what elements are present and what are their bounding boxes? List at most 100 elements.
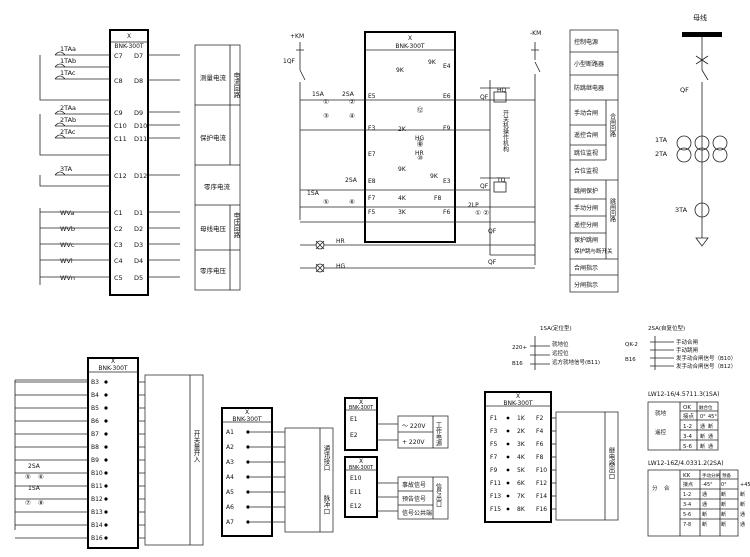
relay-pin-left: F9: [490, 467, 497, 474]
bnk-frame-ct: [109, 29, 149, 296]
qf-small-2: QF: [480, 183, 489, 190]
ct-label-4: 2TAa: [60, 104, 76, 112]
hq-label: HQ: [497, 87, 507, 94]
num-7-binary: ⑦: [25, 499, 31, 507]
comm-pin: A5: [226, 489, 234, 496]
lamp-hr-label: HR: [336, 238, 345, 245]
t2-head-3: 预备: [722, 472, 731, 479]
t2-cell: 断: [721, 491, 726, 498]
term-e6: E6: [443, 93, 451, 100]
pin-c2: C2: [114, 225, 123, 233]
t2-head-1: KK: [683, 473, 691, 479]
b16-label: B16: [512, 361, 523, 367]
binary-pin: B10: [91, 470, 103, 477]
row-remote-close: 遥控合闸: [574, 131, 598, 139]
pin-e1: E1: [350, 416, 358, 423]
row-small-breaker: 小型断路器: [574, 60, 604, 68]
binary-pin: B8: [91, 444, 99, 451]
comm-panel: X BNK-300T A1485AA2485BA3CANHA4CANLA5电能量…: [221, 407, 334, 537]
row-protect-trip: 保护跳闸: [574, 236, 598, 244]
ct-function-table: [194, 44, 241, 291]
num-9: ⑨: [417, 141, 423, 149]
binary-input-panel: X BNK-300T B3备用遥信量B4备用遥信量B5备用遥信量B6重瓦斯信号B…: [14, 357, 204, 549]
func-measure-current: 测量电流: [200, 73, 227, 82]
pin-c9: C9: [114, 109, 123, 117]
x-label-binary: X: [111, 358, 115, 365]
sa1-item-3: 远方就地信号(B11): [552, 358, 600, 366]
relay-2k: 2K: [398, 126, 407, 133]
relay-pin-left: F3: [490, 428, 497, 435]
relay-9k-3: 9K: [398, 166, 407, 173]
t1-cell: 0°: [700, 414, 706, 420]
power-ac: ～ 220V: [402, 423, 426, 430]
x-label-control: X: [408, 35, 412, 42]
bnk-label-control: BNK-300T: [395, 43, 425, 50]
group-close-circuit: 合闸回路: [609, 112, 616, 138]
t2-side-2: 合: [664, 484, 670, 492]
pin-c3: C3: [114, 241, 123, 249]
t2-head-2: 手动分闸: [702, 472, 720, 479]
binary-pin: B3: [91, 379, 99, 386]
t2-cell: 断: [740, 491, 745, 498]
v-label-1: WVa: [60, 209, 74, 217]
t1-cell: 接点: [683, 412, 695, 420]
t1-side-2: 遥控: [655, 428, 667, 436]
b16b-label: B16: [625, 357, 636, 363]
km-plus-label: +KM: [290, 33, 304, 40]
row-control-power: 控制电源: [574, 38, 598, 46]
binary-pin: B5: [91, 405, 99, 412]
qf1-label: 1QF: [283, 58, 296, 65]
ct-label-6: 2TAc: [60, 128, 76, 136]
term-f3: F3: [368, 125, 375, 132]
x-label-relay: X: [516, 393, 520, 400]
t2-side-1: 分: [652, 484, 658, 492]
mech-label: 开关机操作机构: [502, 110, 509, 153]
ta2-label: 2TA: [655, 150, 668, 158]
t2-cell: 通: [702, 501, 707, 508]
ct-label-1: 1TAa: [60, 45, 76, 53]
relay-pin-left: F5: [490, 441, 497, 448]
sa1-item-1: 就地位: [552, 340, 569, 348]
func-zero-current: 零序电流: [204, 182, 231, 191]
term-f8: F8: [434, 195, 441, 202]
signal-warning: 预告信号: [402, 495, 426, 503]
group-pulse: 脉冲口: [322, 494, 330, 515]
km-minus-label: -KM: [530, 30, 541, 37]
t1-cell: 45°: [708, 414, 717, 420]
sa2-label: 2SA: [342, 91, 355, 98]
t2-cell: 通: [740, 511, 745, 518]
row-trip-monitor: 跳位监视: [574, 149, 598, 157]
binary-pin: B6: [91, 418, 99, 425]
lamp-hg-label: HG: [336, 263, 346, 270]
num-1: ①: [323, 98, 329, 106]
num-5: ⑤: [323, 198, 329, 206]
sa1-label-lower: 1SA: [307, 190, 320, 197]
sa2-item-3: 发手动合闸信号（B10）: [676, 354, 736, 362]
bus-label: 母线: [693, 13, 707, 22]
sa2-label-lower: 2SA: [345, 177, 358, 184]
group-comm: 通讯接口: [322, 444, 330, 472]
control-circuit: +KM -KM 1QF X BNK-300T 1SA 2SA 2SA 1SA ①…: [283, 30, 541, 273]
ct-label-7: 3TA: [60, 165, 73, 173]
num-11: ⑪: [417, 138, 424, 146]
power-dc: + 220V: [402, 439, 425, 446]
t2-cell: 7-8: [683, 522, 691, 528]
qf-small-1: QF: [480, 94, 489, 101]
pin-d5: D5: [134, 274, 143, 282]
func-zero-voltage: 零序电压: [200, 266, 227, 275]
v220-label: 220+: [512, 345, 527, 351]
sa-legend: 1SA(定位型) 220+ B16 就地位 远控位 远方就地信号(B11) 2S…: [512, 324, 736, 370]
ct-label-5: 2TAb: [60, 116, 76, 124]
t2-cell: 断: [721, 501, 726, 508]
x-label-comm: X: [245, 409, 249, 416]
relay-4k: 4K: [398, 195, 407, 202]
qf-line-label: QF: [680, 86, 689, 94]
t1-cell: 5-6: [683, 444, 692, 450]
num-3: ③: [323, 112, 329, 120]
sa2-item-2: 手动跳闸: [676, 346, 698, 354]
ct-label-2: 1TAb: [60, 57, 76, 65]
term-e3: E3: [443, 178, 451, 185]
pin-c4: C4: [114, 257, 123, 265]
row-close-monitor: 合位监视: [574, 167, 598, 175]
